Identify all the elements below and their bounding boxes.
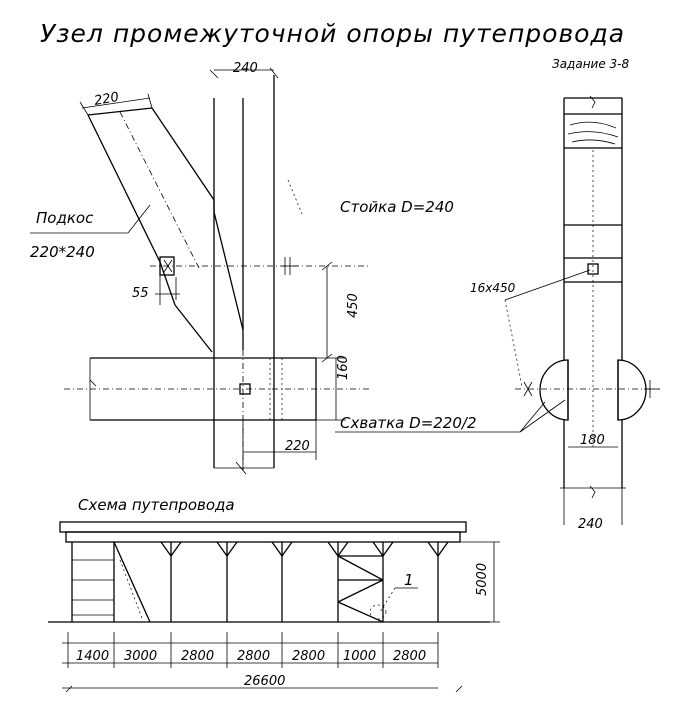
- dim-height-5000: 5000: [475, 563, 490, 596]
- dim-height-450: 450: [346, 293, 361, 318]
- strut-size-label: 220*240: [30, 243, 95, 261]
- dim-side-240: 240: [578, 517, 603, 532]
- clamp-label: Схватка D=220/2: [340, 414, 477, 432]
- dim-clamp-220: 220: [285, 439, 310, 454]
- dim-clamp-160: 160: [336, 355, 351, 380]
- span-2: 3000: [124, 649, 157, 664]
- node-side-view: 16х450 180 240: [470, 95, 660, 532]
- bolt-label: 16х450: [470, 281, 516, 295]
- dim-side-180: 180: [580, 433, 605, 448]
- node-front-view: 240 220 55 450 160 220 Подкос 220*240 Ст…: [30, 61, 566, 475]
- scheme-title: Схема путепровода: [78, 496, 235, 514]
- dim-post-width: 240: [233, 61, 258, 76]
- dim-offset-55: 55: [132, 286, 149, 301]
- strut-name-label: Подкос: [36, 209, 94, 227]
- span-4: 2800: [237, 649, 270, 664]
- span-3: 2800: [181, 649, 214, 664]
- span-6: 1000: [343, 649, 376, 664]
- dim-strut-width: 220: [93, 90, 120, 109]
- drawing-title: Узел промежуточной опоры путепровода: [40, 19, 625, 48]
- viaduct-scheme: Схема путепровода: [48, 496, 500, 693]
- assignment-label: Задание 3-8: [552, 57, 630, 71]
- callout-1: 1: [404, 571, 414, 589]
- span-7: 2800: [393, 649, 426, 664]
- total-length: 26600: [244, 674, 285, 689]
- post-label: Стойка D=240: [340, 198, 454, 216]
- span-1: 1400: [76, 649, 109, 664]
- span-5: 2800: [292, 649, 325, 664]
